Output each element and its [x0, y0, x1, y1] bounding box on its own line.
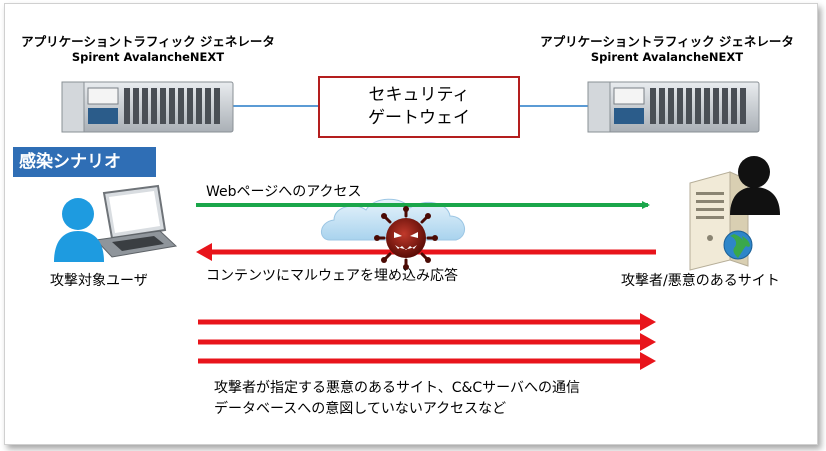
cloud-icon — [321, 198, 465, 241]
left-appliance-title: アプリケーショントラフィック ジェネレータ — [21, 34, 275, 49]
attacker-silhouette-icon — [730, 156, 780, 215]
malicious-site-label: 攻撃者/悪意のあるサイト — [621, 273, 780, 289]
malicious-traffic-arrow-3 — [198, 352, 656, 370]
virus-icon — [374, 206, 438, 270]
target-user-label: 攻撃対象ユーザ — [50, 273, 148, 289]
right-appliance-subtitle: Spirent AvalancheNEXT — [590, 50, 744, 64]
right-appliance-device — [587, 81, 760, 133]
malware-response-label: コンテンツにマルウェアを埋め込み応答 — [206, 268, 458, 284]
globe-icon — [723, 230, 753, 260]
malicious-traffic-arrow-1 — [198, 313, 656, 331]
bottom-description-line2: データベースへの意図していないアクセスなど — [214, 401, 507, 417]
left-appliance-device — [61, 81, 234, 133]
web-access-label: Webページへのアクセス — [206, 184, 362, 200]
security-gateway-box: セキュリティ ゲートウェイ — [318, 76, 520, 138]
gateway-label-line1: セキュリティ — [368, 85, 470, 105]
malware-response-arrow — [196, 243, 656, 261]
gateway-label-line2: ゲートウェイ — [368, 108, 470, 128]
bottom-description-line1: 攻撃者が指定する悪意のあるサイト、C&Cサーバへの通信 — [214, 380, 581, 396]
right-appliance-title: アプリケーショントラフィック ジェネレータ — [540, 34, 794, 49]
malicious-traffic-arrow-2 — [198, 333, 656, 351]
attacked-user-icon — [54, 184, 178, 262]
scenario-badge: 感染シナリオ — [13, 147, 156, 177]
left-appliance-subtitle: Spirent AvalancheNEXT — [71, 50, 225, 64]
